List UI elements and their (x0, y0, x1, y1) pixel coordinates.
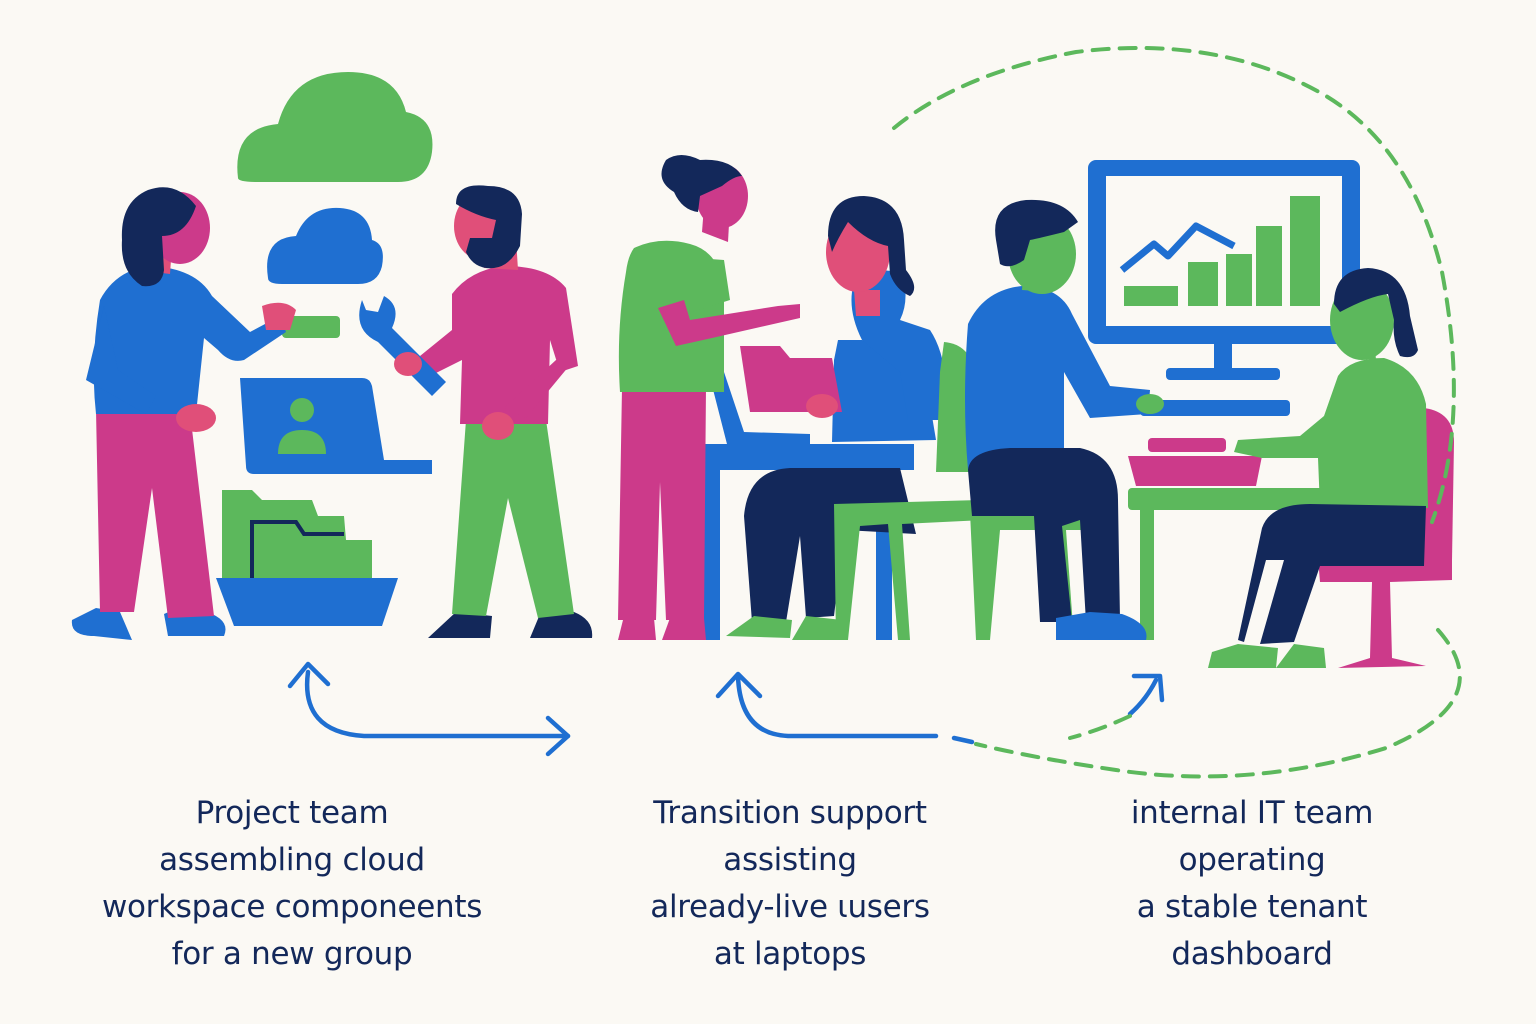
caption-line: a stable tenant (1136, 889, 1368, 925)
arrow-bidirectional-icon (287, 661, 571, 757)
arrow-return-icon (715, 671, 975, 745)
folder-icon (222, 490, 372, 590)
person-it-man (965, 199, 1164, 640)
caption-line: already-live ιusers (650, 889, 930, 925)
person-project-man (359, 185, 593, 638)
tray-icon (1128, 438, 1262, 486)
tray-icon (216, 578, 398, 626)
wrench-icon (359, 296, 446, 396)
caption-line: dashboard (1171, 936, 1333, 972)
caption-line: workspace componeents (101, 889, 483, 925)
caption-project-team: Project team assembling cloud workspace … (62, 790, 522, 978)
person-it-woman (1208, 268, 1428, 668)
cloud-icon (237, 72, 433, 182)
arrow-return-icon (1127, 673, 1165, 717)
caption-transition-support: Transition support assisting already-liv… (560, 790, 1020, 978)
caption-line: for a new group (171, 936, 413, 972)
caption-line: assisting (723, 842, 857, 878)
keyboard (1140, 400, 1290, 416)
cloud-icon (267, 207, 383, 284)
component-bar (282, 316, 340, 338)
person-project-woman (71, 187, 296, 640)
desk-middle (684, 444, 914, 640)
laptop-user-icon (240, 378, 432, 474)
laptop-icon (706, 360, 810, 448)
caption-line: Project team (195, 795, 389, 831)
caption-line: operating (1178, 842, 1326, 878)
caption-line: at laptops (713, 936, 867, 972)
caption-line: assembling cloud (159, 842, 425, 878)
monitor-chart-icon (1088, 160, 1360, 380)
caption-internal-it: internal IT team operating a stable tena… (1022, 790, 1482, 978)
caption-line: Transition support (653, 795, 927, 831)
dashed-loop-arrow-icon (892, 45, 1462, 779)
person-support-standing (618, 155, 800, 640)
caption-line: internal IT team (1130, 795, 1374, 831)
